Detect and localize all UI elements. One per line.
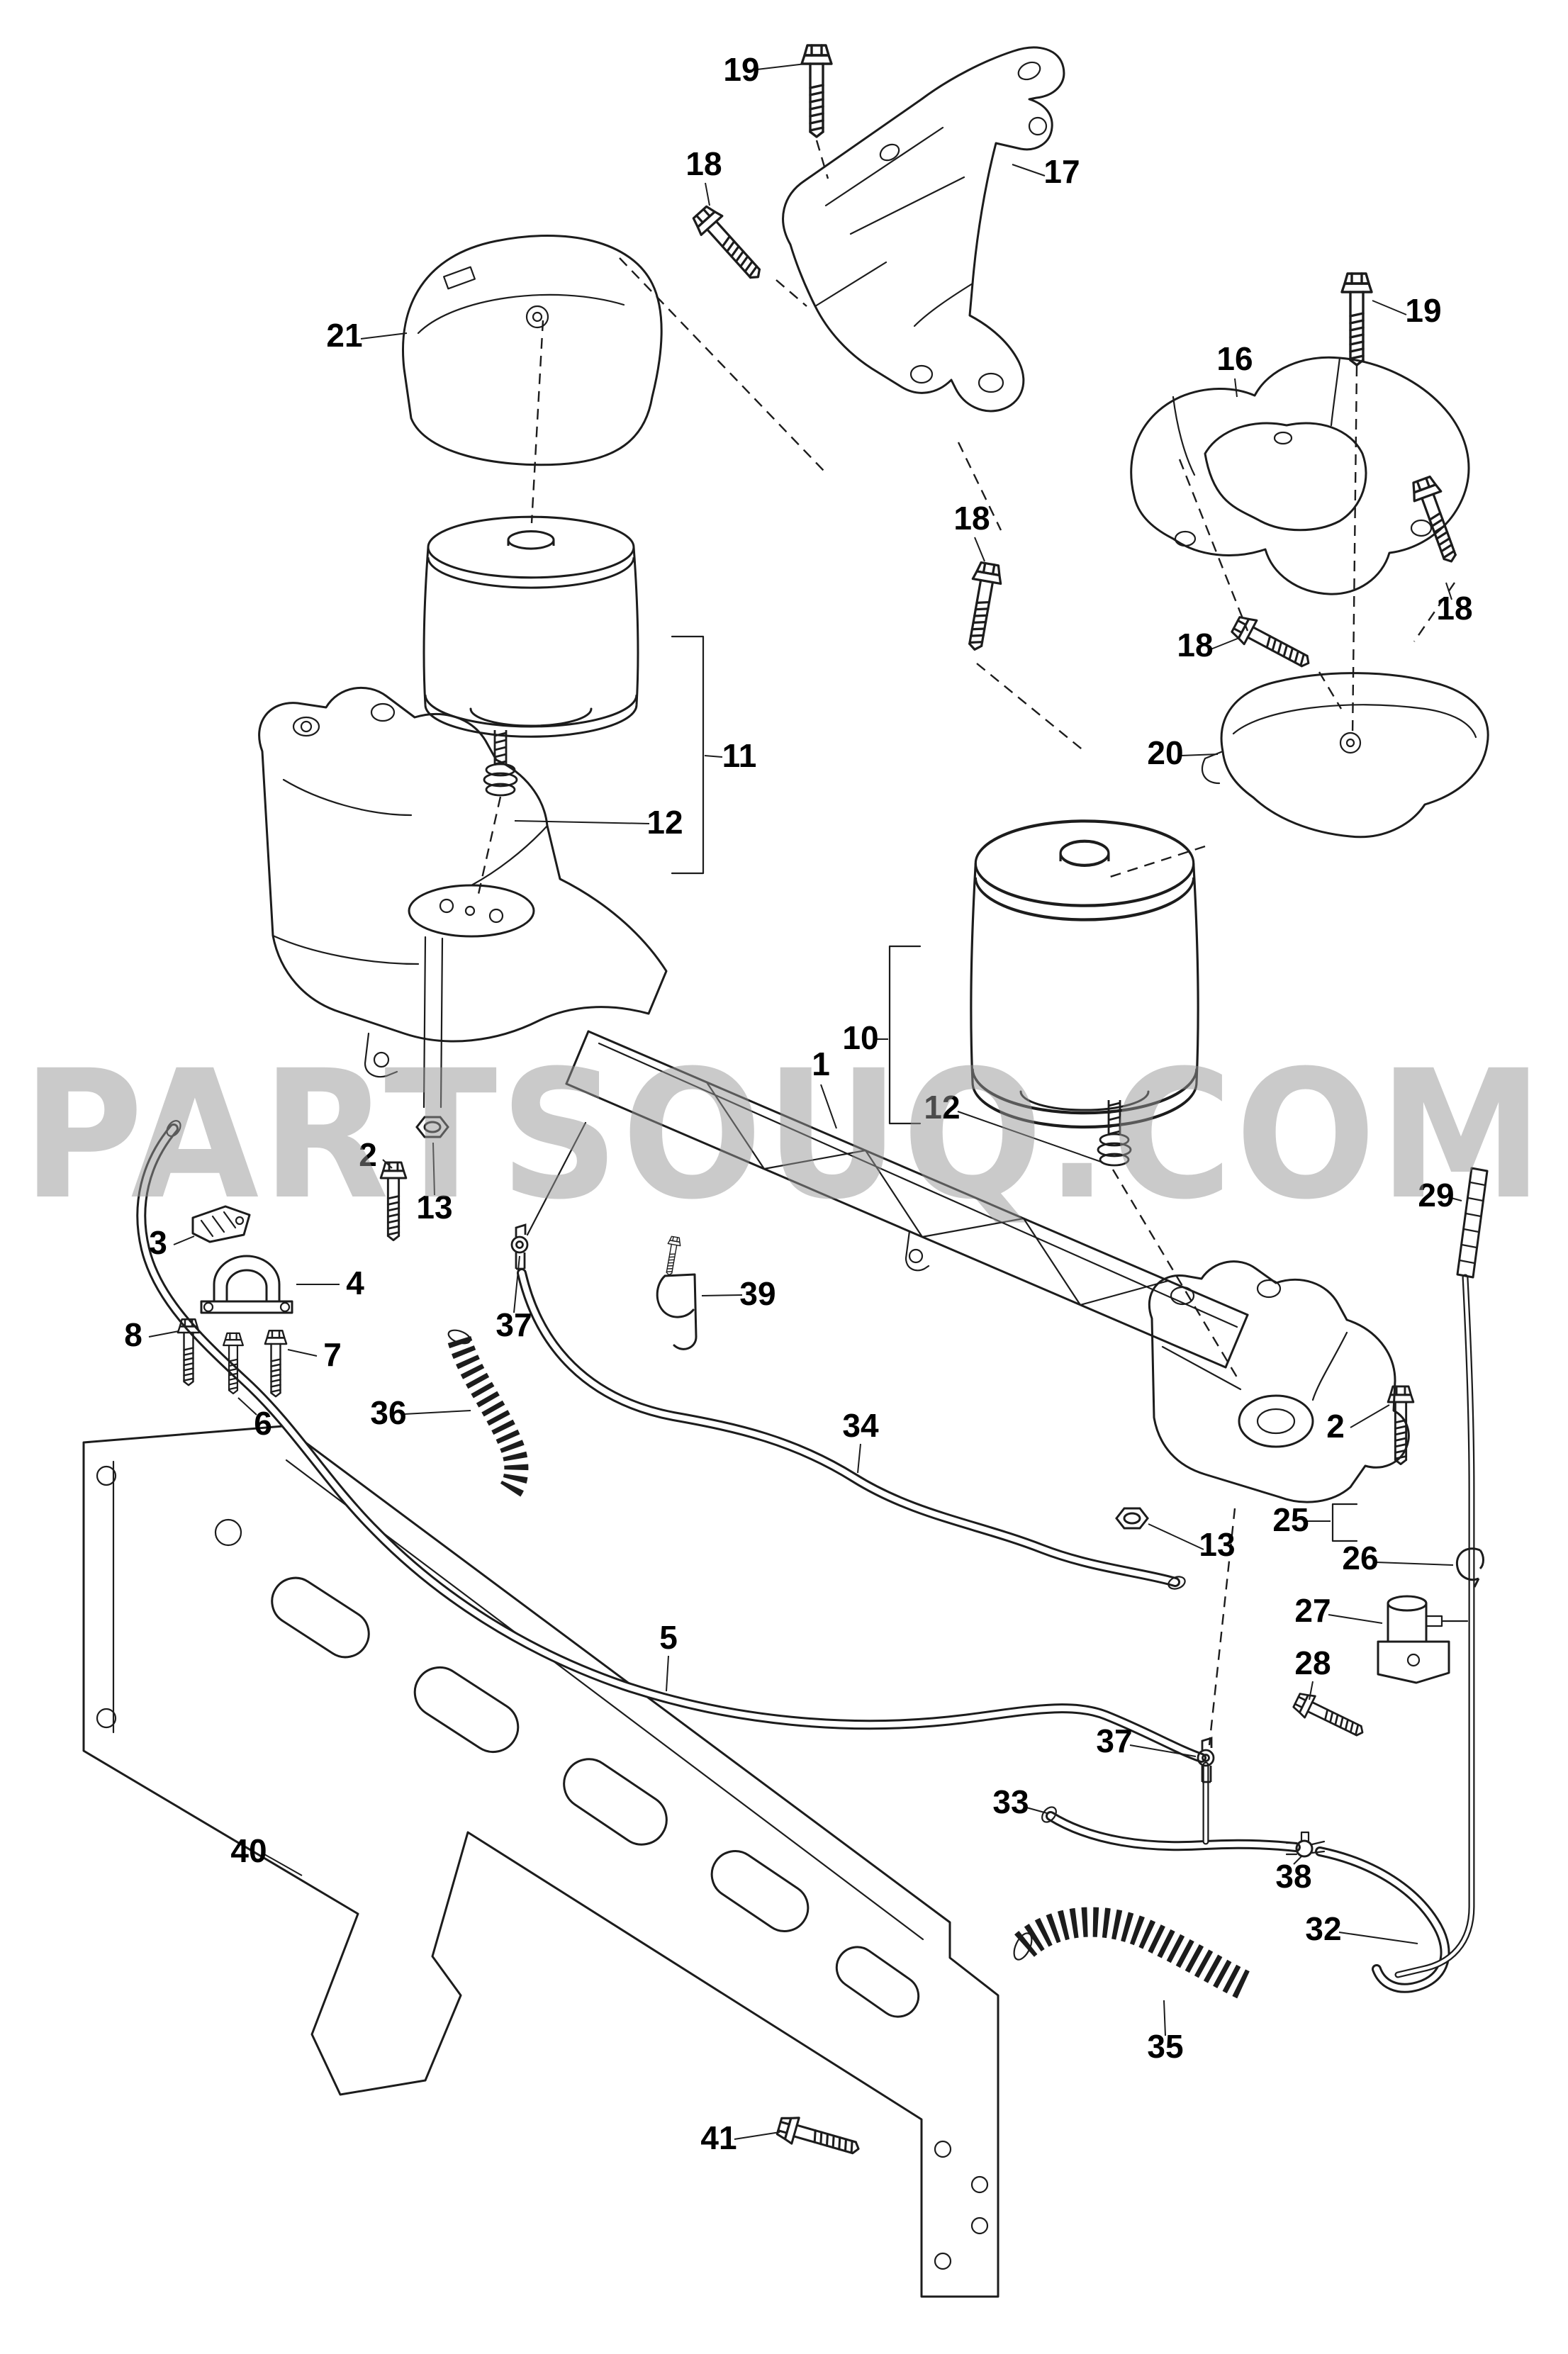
- callout-12-a[interactable]: 12: [646, 804, 683, 841]
- callout-36[interactable]: 36: [370, 1394, 406, 1431]
- assembly-axis-lines: [476, 140, 1455, 1746]
- callout-28[interactable]: 28: [1294, 1644, 1331, 1681]
- part-2-bolt-b: [1387, 1385, 1415, 1465]
- callout-29[interactable]: 29: [1418, 1177, 1454, 1214]
- part-17-engine-bracket: [782, 46, 1065, 413]
- callout-2-a[interactable]: 2: [359, 1136, 377, 1173]
- group-braces: [671, 635, 1358, 1542]
- callout-16[interactable]: 16: [1216, 340, 1253, 377]
- callout-35[interactable]: 35: [1147, 2028, 1183, 2065]
- part-5-hose: [136, 1120, 1206, 1763]
- callout-4[interactable]: 4: [346, 1265, 364, 1301]
- callout-2-b[interactable]: 2: [1326, 1408, 1345, 1445]
- part-33-hose: [1041, 1761, 1301, 1852]
- callout-32[interactable]: 32: [1305, 1910, 1341, 1947]
- callout-11[interactable]: 11: [722, 737, 757, 774]
- callout-40[interactable]: 40: [230, 1832, 267, 1869]
- part-21-cover: [402, 235, 663, 466]
- part-20-cover: [1201, 672, 1489, 839]
- callout-38[interactable]: 38: [1275, 1858, 1311, 1895]
- callout-37-b[interactable]: 37: [1096, 1722, 1132, 1759]
- callout-17[interactable]: 17: [1043, 153, 1080, 190]
- callout-33[interactable]: 33: [992, 1783, 1029, 1820]
- callout-12-b[interactable]: 12: [924, 1089, 960, 1126]
- part-39-clip: [656, 1273, 698, 1350]
- part-37-elbow-fitting-left: [510, 1121, 587, 1270]
- part-10-hydraulic-mount: [971, 821, 1198, 1167]
- part-left-support-bracket: [258, 686, 668, 1109]
- callout-labels: 19 18 17 21 16 19 18 18 18 20 11 12 10 1…: [124, 51, 1472, 2156]
- callout-7[interactable]: 7: [323, 1336, 342, 1373]
- callout-18-a[interactable]: 18: [685, 145, 722, 182]
- callout-41[interactable]: 41: [700, 2119, 737, 2156]
- callout-6[interactable]: 6: [254, 1405, 272, 1442]
- part-11-hydraulic-mount: [422, 515, 639, 797]
- part-34-hose: [517, 1268, 1186, 1590]
- callout-18-b[interactable]: 18: [953, 500, 990, 537]
- part-19-bolt-a: [800, 44, 833, 138]
- callout-19-b[interactable]: 19: [1405, 292, 1441, 329]
- part-right-support-bracket: [1148, 1260, 1410, 1503]
- callout-37-a[interactable]: 37: [495, 1306, 532, 1343]
- callout-10[interactable]: 10: [842, 1019, 878, 1056]
- callout-1[interactable]: 1: [812, 1046, 830, 1082]
- callout-39[interactable]: 39: [739, 1275, 775, 1312]
- part-27-solenoid-valve: [1377, 1595, 1469, 1684]
- callout-8[interactable]: 8: [124, 1316, 142, 1353]
- part-3-retainer: [191, 1205, 251, 1243]
- leader-lines: [148, 63, 1462, 2140]
- part-25-vacuum-pipe: [1394, 1274, 1475, 1978]
- callout-13-b[interactable]: 13: [1199, 1526, 1235, 1563]
- part-38-connector: [1285, 1831, 1326, 1858]
- callout-26[interactable]: 26: [1342, 1540, 1378, 1576]
- callout-34[interactable]: 34: [842, 1407, 879, 1444]
- part-13-nut-right: [1115, 1507, 1149, 1530]
- part-7-bolt: [264, 1330, 288, 1398]
- callout-18-d[interactable]: 18: [1177, 627, 1213, 663]
- part-28-bolt: [1290, 1688, 1369, 1744]
- part-35-corrugated-hose: [1013, 1907, 1253, 2000]
- callout-21[interactable]: 21: [326, 317, 362, 354]
- part-32-hose: [1315, 1846, 1450, 1993]
- part-40-subframe-plate: [82, 1425, 999, 2298]
- callout-19-a[interactable]: 19: [723, 51, 759, 88]
- part-18-bolt-a: [688, 201, 770, 288]
- part-1-crossmember: [565, 1030, 1249, 1369]
- callout-25[interactable]: 25: [1272, 1501, 1309, 1538]
- callout-27[interactable]: 27: [1294, 1592, 1331, 1629]
- part-29-striped-hose-end: [1456, 1167, 1489, 1279]
- part-16-bracket-cover: [1130, 356, 1470, 595]
- callout-18-c[interactable]: 18: [1436, 590, 1472, 627]
- part-18-bolt-d: [1228, 611, 1316, 676]
- part-39-screw: [662, 1235, 683, 1277]
- callout-13-a[interactable]: 13: [416, 1189, 452, 1226]
- part-12-stud-bushing-left: [483, 729, 518, 797]
- callout-20[interactable]: 20: [1147, 734, 1183, 771]
- callout-5[interactable]: 5: [659, 1619, 678, 1656]
- part-19-bolt-b: [1340, 272, 1373, 366]
- watermark: PARTSOUQ.COM: [22, 1032, 1546, 1238]
- part-41-bolt: [774, 2112, 863, 2163]
- part-36-corrugated-hose: [447, 1329, 529, 1500]
- part-18-bolt-b: [959, 560, 1005, 654]
- part-4-clamp: [200, 1255, 293, 1314]
- callout-3[interactable]: 3: [149, 1224, 167, 1261]
